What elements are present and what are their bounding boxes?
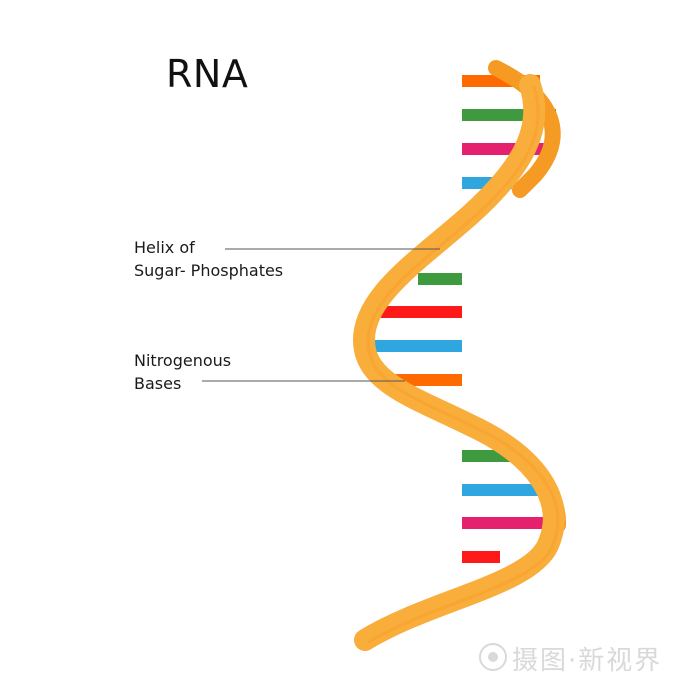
helix-label-line1: Helix of: [134, 238, 195, 257]
diagram-title: RNA: [166, 52, 249, 96]
bases-label: Nitrogenous Bases: [134, 349, 231, 395]
helix-label: Helix of Sugar- Phosphates: [134, 236, 283, 282]
watermark-text: 摄图·新视界: [512, 646, 663, 676]
camera-logo-icon: [479, 643, 507, 671]
backbone-strand-back: [488, 60, 561, 198]
sugar-phosphate-helix-edge: [366, 85, 560, 644]
helix-label-line2: Sugar- Phosphates: [134, 261, 284, 280]
bases-label-line1: Nitrogenous: [134, 351, 232, 370]
bases-label-line2: Bases: [134, 374, 182, 393]
sugar-phosphate-helix: [353, 74, 565, 651]
